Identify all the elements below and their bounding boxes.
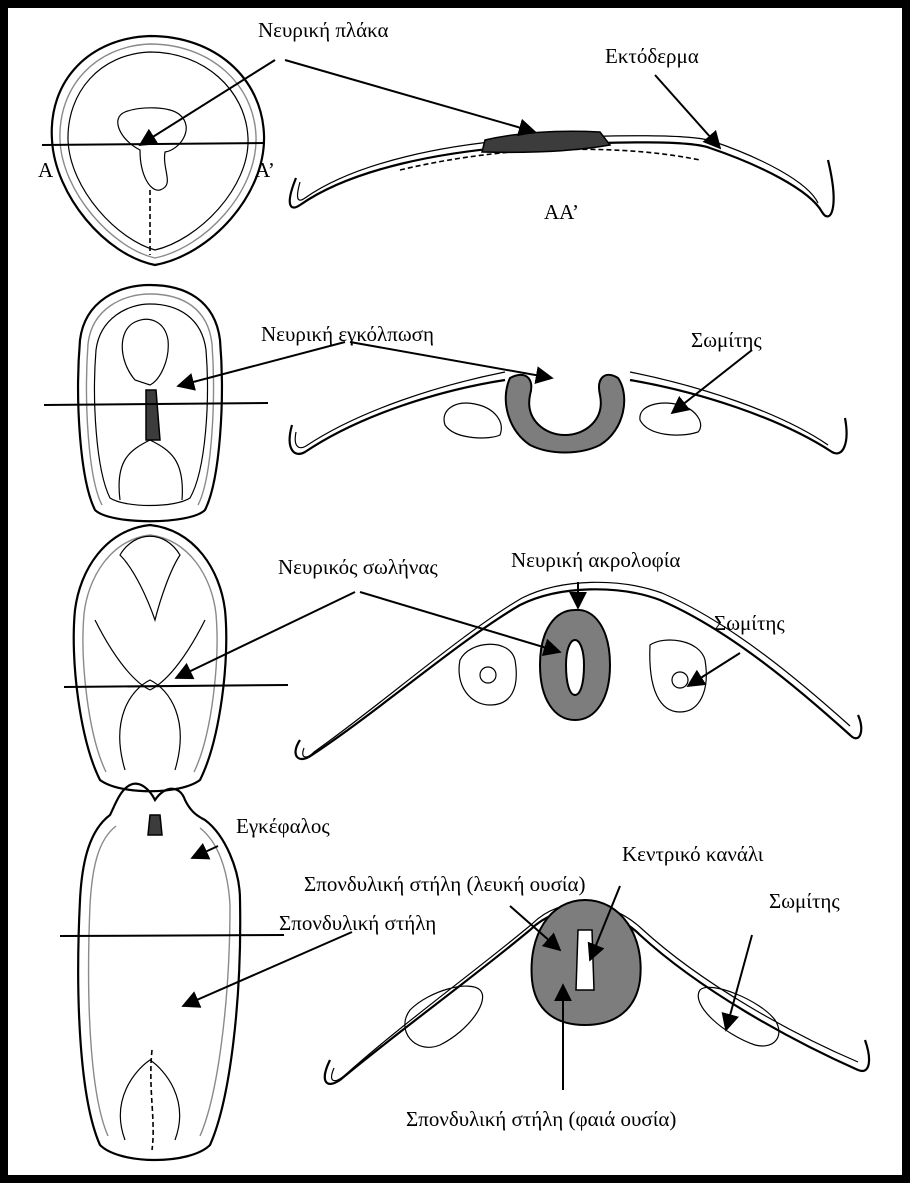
label-brain: Εγκέφαλος — [236, 816, 330, 837]
label-spinal-cord: Σπονδυλική στήλη — [279, 913, 436, 934]
label-somite-2: Σωμίτης — [714, 613, 785, 634]
arrow-neural-groove-b — [350, 342, 552, 378]
arrow-neural-plate-a — [140, 60, 275, 145]
arrow-somite-2 — [688, 653, 740, 686]
arrow-neural-plate-b — [285, 60, 535, 132]
label-neural-groove: Νευρική εγκόλπωση — [261, 324, 434, 345]
label-spinal-white: Σπονδυλική στήλη (λευκή ουσία) — [304, 874, 586, 895]
label-neural-tube: Νευρικός σωλήνας — [278, 557, 438, 578]
embryo-stage-3 — [74, 525, 227, 791]
label-neural-crest: Νευρική ακρολοφία — [511, 550, 680, 571]
arrow-neural-groove-a — [178, 342, 345, 386]
cross-section-stage-2 — [290, 372, 847, 454]
arrow-somite-3 — [726, 935, 752, 1030]
section-line-4 — [60, 935, 284, 936]
label-section-a: A — [38, 160, 53, 181]
neurulation-diagram — [8, 8, 902, 1175]
arrow-somite-1 — [672, 350, 752, 413]
label-central-canal: Κεντρικό κανάλι — [622, 844, 763, 865]
arrow-neural-tube-a — [176, 592, 355, 678]
label-somite-3: Σωμίτης — [769, 891, 840, 912]
cross-section-stage-3 — [296, 582, 862, 759]
label-somite-1: Σωμίτης — [691, 330, 762, 351]
section-line-aa — [42, 143, 264, 145]
arrow-brain — [192, 846, 218, 858]
label-neural-plate: Νευρική πλάκα — [258, 20, 389, 41]
label-spinal-grey: Σπονδυλική στήλη (φαιά ουσία) — [406, 1109, 676, 1130]
label-section-aa: AA’ — [544, 202, 579, 223]
embryo-stage-1 — [52, 36, 264, 265]
label-ectoderm: Εκτόδερμα — [605, 46, 699, 67]
label-section-a-prime: A’ — [255, 160, 275, 181]
arrow-spinal-cord — [183, 932, 352, 1006]
section-line-3 — [64, 685, 288, 687]
embryo-stage-4 — [78, 784, 240, 1160]
